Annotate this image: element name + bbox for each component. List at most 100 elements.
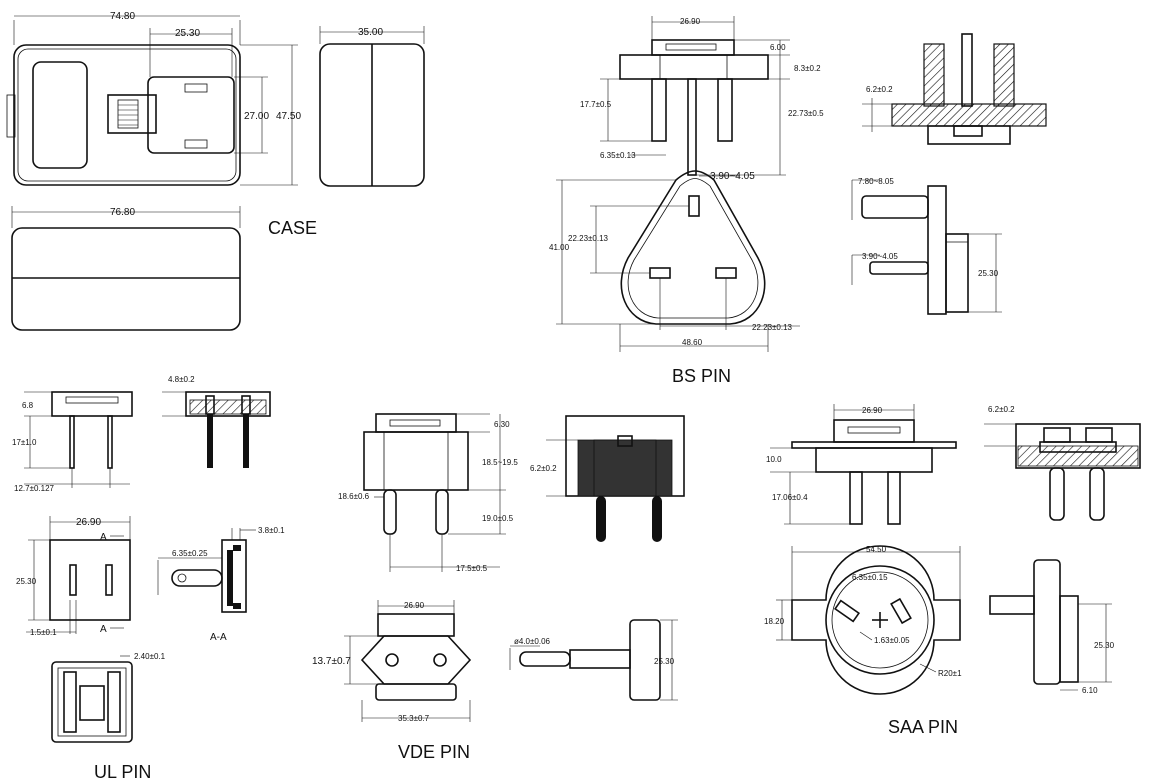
ul-bottom-outline [51, 661, 133, 743]
saa-flange [791, 441, 957, 449]
saa-height-label: 18.20 [764, 617, 785, 626]
vde-pitch-label: 17.5±0.5 [456, 564, 488, 573]
vde-pin-dia-label: 18.6±0.6 [338, 492, 370, 501]
bs-side-pin2-label: 3.90~4.05 [862, 252, 898, 261]
saa-title: SAA PIN [888, 717, 958, 737]
bs-side-pin-bottom [869, 261, 929, 275]
vde-pin-right [435, 489, 449, 535]
saa-pin-left [849, 471, 863, 525]
vde-face-outline [360, 635, 472, 685]
bs-face-outline [620, 170, 766, 325]
ul-plate [51, 391, 133, 417]
bs-section-thick-label: 6.2±0.2 [866, 85, 893, 94]
case-height-label: 47.50 [276, 111, 301, 122]
case-slot-width-label: 25.30 [175, 28, 200, 39]
bs-face-pin-left [649, 267, 671, 279]
saa-pin-w-label: 6.35±0.15 [852, 573, 888, 582]
bs-overall-label: 22.73±0.5 [788, 109, 824, 118]
bs-side-pin-top [861, 195, 929, 219]
vde-top-label: 6.30 [494, 420, 510, 429]
ul-side-thick-label: 3.8±0.1 [258, 526, 285, 535]
ul-pin-len-label: 17±1.0 [12, 438, 37, 447]
ul-section-thick-label: 4.8±0.2 [168, 375, 195, 384]
bs-top-thick-label: 6.00 [770, 43, 786, 52]
ul-section-mark-bottom: A [100, 624, 107, 635]
bs-pin-spacing-label: 22.23±0.13 [752, 323, 793, 332]
ul-face-outline [49, 539, 131, 621]
case-title: CASE [268, 218, 317, 238]
ul-face-slot-left [69, 564, 77, 596]
bs-pin-pitch-label: 22.23±0.13 [568, 234, 609, 243]
bs-side-pin-label: 7.80~8.05 [858, 177, 894, 186]
vde-body-label: 18.5~19.5 [482, 458, 518, 467]
saa-side-body [1033, 559, 1061, 685]
case-bottom-length-label: 76.80 [110, 207, 135, 218]
bs-plate [619, 54, 769, 80]
saa-width-label: 26.90 [862, 406, 883, 415]
case-plug-slot [147, 76, 235, 154]
ul-pin-w-label: 6.35±0.25 [172, 549, 208, 558]
ul-width-label: 26.90 [76, 517, 101, 528]
bs-width-label: 26.90 [680, 17, 701, 26]
ul-face-slot-right [105, 564, 113, 596]
vde-side-h-label: 25.30 [654, 657, 675, 666]
vde-length-label: 35.3±0.7 [398, 714, 430, 723]
case-connector [107, 94, 157, 134]
bs-base-w-label: 48.60 [682, 338, 703, 347]
bs-face-earth [688, 195, 700, 217]
case-inner-height-label: 27.00 [244, 111, 269, 122]
case-bottom-outline [11, 227, 241, 331]
ul-title: UL PIN [94, 762, 151, 782]
saa-face-pin-right [890, 597, 912, 625]
vde-width-label: 26.90 [404, 601, 425, 610]
vde-pin-diameter-label: ø4.0±0.06 [514, 637, 551, 646]
ul-section-name: A-A [210, 632, 227, 643]
bs-pin-section: 26.90 6.00 8.3±0.2 17.7±0.5 22.73±0.5 6.… [549, 16, 1047, 386]
saa-side-w-label: 6.10 [1082, 686, 1098, 695]
bs-pin-len-label: 17.7±0.5 [580, 100, 612, 109]
ul-pin-left [69, 415, 75, 469]
case-socket [32, 61, 88, 169]
saa-radius-label: R20±1 [938, 669, 962, 678]
vde-height-label: 13.7±0.7 [312, 656, 351, 667]
ul-pitch-label: 12.7±0.127 [14, 484, 55, 493]
saa-pin-section: 26.90 10.0 17.06±0.4 6.2±0.2 [764, 404, 1141, 737]
ul-pin-t-label: 1.5±0.1 [30, 628, 57, 637]
ul-height-label: 25.30 [16, 577, 37, 586]
saa-pin-len-label: 17.06±0.4 [772, 493, 808, 502]
bs-pin-earth [687, 78, 697, 176]
vde-pin-left [383, 489, 397, 535]
vde-pin-section: 6.30 18.5~19.5 19.0±0.5 18.6±0.6 17.5±0.… [312, 413, 685, 762]
bs-pin-w-label: 6.35±0.13 [600, 151, 636, 160]
ul-pin-section: 6.8 17±1.0 12.7±0.127 4.8±0.2 26.90 25.3… [12, 375, 285, 782]
case-length-label: 74.80 [110, 11, 135, 22]
saa-face-outline [791, 545, 961, 695]
saa-face-pin-left [834, 599, 860, 623]
saa-plate-label: 10.0 [766, 455, 782, 464]
ul-plate-label: 6.8 [22, 401, 34, 410]
vde-section-view: 6.2±0.2 [530, 415, 685, 542]
bs-section-view: 6.2±0.2 [862, 33, 1047, 145]
bs-side-plate [927, 185, 947, 315]
ul-gap-label: 2.40±0.1 [134, 652, 166, 661]
ul-pin-right [107, 415, 113, 469]
vde-face-hole-left [385, 653, 399, 667]
vde-body [363, 431, 469, 491]
case-depth-label: 35.00 [358, 27, 383, 38]
bs-side-h-label: 25.30 [978, 269, 999, 278]
bs-pin-left [651, 78, 667, 142]
ul-aa-body [221, 539, 247, 613]
bs-earth-w-label: 3.90~4.05 [710, 171, 755, 182]
saa-side-h-label: 25.30 [1094, 641, 1115, 650]
ul-section-mark-top: A [100, 532, 107, 543]
case-top-outline [13, 44, 241, 186]
vde-side-pin [519, 651, 571, 667]
vde-title: VDE PIN [398, 742, 470, 762]
case-section: 74.80 25.30 27.00 47.50 35.00 76.80 CASE [6, 11, 425, 331]
bs-title: BS PIN [672, 366, 731, 386]
bs-pin-right [717, 78, 733, 142]
vde-pin-len-label: 19.0±0.5 [482, 514, 514, 523]
bs-plate-label: 8.3±0.2 [794, 64, 821, 73]
saa-side-pin [989, 595, 1035, 615]
